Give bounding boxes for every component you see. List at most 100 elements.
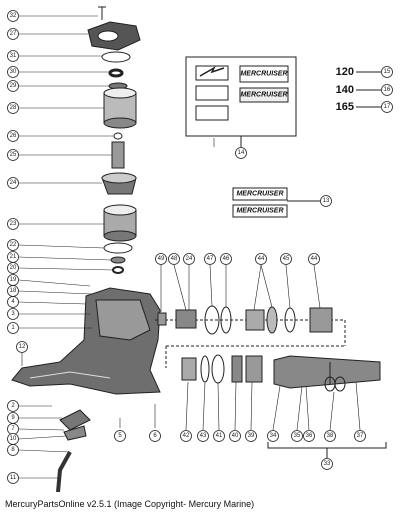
callout-circle-22: 22 (7, 239, 19, 251)
svg-text:30: 30 (10, 69, 17, 75)
callout-circle-44b: 44 (308, 253, 320, 265)
callout-circle-9: 9 (7, 412, 19, 424)
callout-circle-20: 20 (7, 262, 19, 274)
callout-circle-40: 40 (229, 430, 241, 442)
svg-text:48: 48 (171, 256, 178, 262)
callout-circle-3: 3 (7, 308, 19, 320)
callout-circle-38: 38 (324, 430, 336, 442)
svg-text:11: 11 (10, 475, 17, 481)
leader-lines (18, 15, 215, 479)
svg-text:26: 26 (10, 133, 17, 139)
callout-circle-29: 29 (7, 80, 19, 92)
exploded-parts-diagram: MERCRUISER MERCRUISER MERCRUISER MERCRUI… (7, 6, 393, 493)
svg-text:3: 3 (11, 311, 15, 317)
svg-text:44: 44 (258, 256, 265, 262)
svg-text:35: 35 (294, 433, 301, 439)
callout-circle-24b: 24 (183, 253, 195, 265)
model-140: 140 (336, 84, 354, 96)
callout-circle-10: 10 (7, 433, 19, 445)
svg-text:25: 25 (10, 152, 17, 158)
callout-circle-37: 37 (354, 430, 366, 442)
svg-text:22: 22 (10, 242, 17, 248)
callout-circle-45: 45 (280, 253, 292, 265)
callout-circle-18: 18 (7, 285, 19, 297)
callout-circle-21: 21 (7, 251, 19, 263)
callout-circle-36: 36 (303, 430, 315, 442)
svg-text:17: 17 (384, 104, 391, 110)
svg-text:32: 32 (10, 13, 17, 19)
svg-text:43: 43 (200, 433, 207, 439)
callout-circle-39: 39 (245, 430, 257, 442)
svg-text:8: 8 (11, 447, 15, 453)
callout-circle-16: 16 (381, 84, 393, 96)
callout-circle-23: 23 (7, 218, 19, 230)
callout-circle-7: 7 (7, 423, 19, 435)
svg-text:40: 40 (232, 433, 239, 439)
decal-text-1: MERCRUISER (240, 71, 287, 78)
svg-text:19: 19 (10, 277, 17, 283)
svg-text:4: 4 (11, 299, 15, 305)
side-decals: MERCRUISER MERCRUISER (232, 187, 288, 218)
decal-sheet: MERCRUISER MERCRUISER (185, 56, 297, 137)
callout-circle-48: 48 (168, 253, 180, 265)
upper-stack (87, 6, 141, 274)
svg-text:29: 29 (10, 83, 17, 89)
svg-text:37: 37 (357, 433, 364, 439)
svg-text:21: 21 (10, 254, 17, 260)
callout-circle-28: 28 (7, 102, 19, 114)
svg-text:20: 20 (10, 265, 17, 271)
callout-circle-42: 42 (180, 430, 192, 442)
svg-text:34: 34 (270, 433, 277, 439)
callout-circle-33: 33 (321, 458, 333, 470)
svg-text:41: 41 (216, 433, 223, 439)
svg-text:38: 38 (327, 433, 334, 439)
svg-text:12: 12 (19, 344, 26, 350)
callout-circle-4: 4 (7, 296, 19, 308)
callout-circle-35: 35 (291, 430, 303, 442)
callout-circle-5: 5 (114, 430, 126, 442)
svg-text:13: 13 (323, 198, 330, 204)
callout-circle-43: 43 (197, 430, 209, 442)
model-120: 120 (336, 66, 354, 78)
model-165: 165 (336, 101, 354, 113)
svg-text:31: 31 (10, 53, 17, 59)
side-decal-text-2: MERCRUISER (236, 208, 283, 215)
svg-text:10: 10 (10, 436, 17, 442)
upper-row-leaders (160, 264, 321, 312)
callout-circle-19: 19 (7, 274, 19, 286)
svg-text:18: 18 (10, 288, 17, 294)
callout-circle-6: 6 (149, 430, 161, 442)
svg-text:15: 15 (384, 69, 391, 75)
callout-circle-1: 1 (7, 322, 19, 334)
svg-text:24: 24 (10, 180, 17, 186)
callout-circle-27: 27 (7, 28, 19, 40)
svg-text:16: 16 (384, 87, 391, 93)
svg-text:47: 47 (207, 256, 214, 262)
svg-text:9: 9 (11, 415, 15, 421)
svg-text:46: 46 (223, 256, 230, 262)
callout-circle-32: 32 (7, 10, 19, 22)
svg-text:5: 5 (118, 433, 122, 439)
callout-circle-26: 26 (7, 130, 19, 142)
svg-text:49: 49 (158, 256, 165, 262)
copyright-caption: MercuryPartsOnline v2.5.1 (Image Copyrig… (5, 499, 255, 509)
svg-text:2: 2 (11, 403, 15, 409)
lower-row-leaders (185, 381, 361, 431)
callout-circle-34: 34 (267, 430, 279, 442)
callout-circle-17: 17 (381, 101, 393, 113)
svg-text:14: 14 (238, 150, 245, 156)
callout-circle-41: 41 (213, 430, 225, 442)
callout-circle-49: 49 (155, 253, 167, 265)
svg-text:7: 7 (11, 426, 15, 432)
svg-text:1: 1 (11, 325, 15, 331)
callout-circle-14: 14 (235, 147, 247, 159)
callout-circle-13: 13 (320, 195, 332, 207)
callout-circle-24: 24 (7, 177, 19, 189)
decal-text-2: MERCRUISER (240, 92, 287, 99)
svg-text:24: 24 (186, 256, 193, 262)
callout-circle-15: 15 (381, 66, 393, 78)
callout-circle-11: 11 (7, 472, 19, 484)
svg-text:6: 6 (153, 433, 157, 439)
callout-circle-12: 12 (16, 341, 28, 353)
svg-text:44: 44 (311, 256, 318, 262)
